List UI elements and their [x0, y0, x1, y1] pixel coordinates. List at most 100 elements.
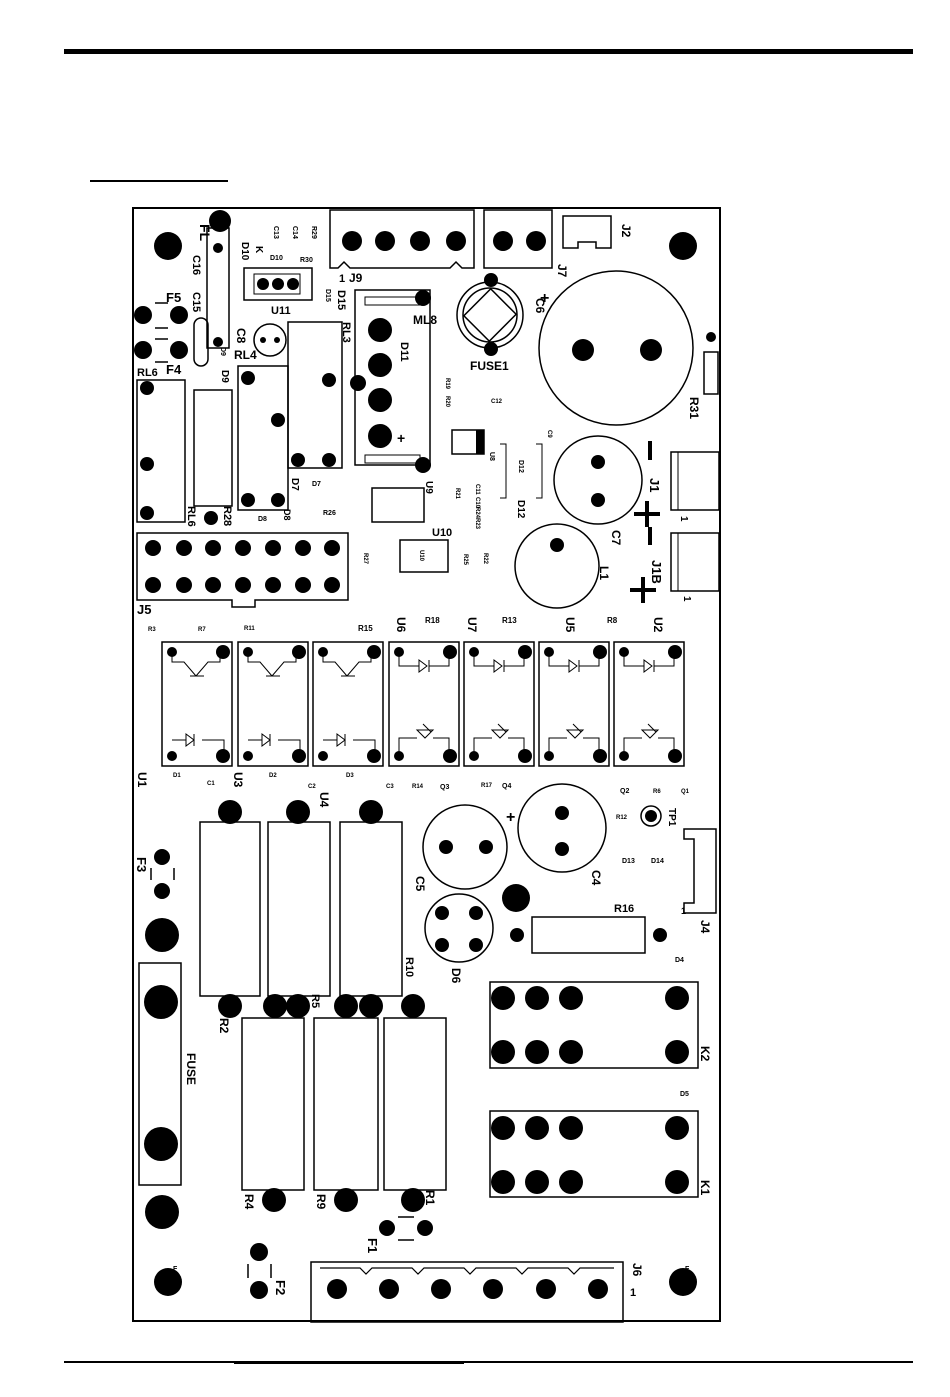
- ssr-module: [463, 641, 535, 767]
- label-u6: U6: [394, 617, 408, 633]
- footer-rule-accent: [234, 1361, 464, 1364]
- label-j9-pin1: 1: [339, 273, 345, 285]
- j5-pin: [295, 577, 311, 593]
- ssr-module: [237, 641, 309, 767]
- label-rl3: RL3: [340, 322, 352, 343]
- l1-inductor: [514, 523, 600, 609]
- lower-resistor-blocks: [241, 1017, 447, 1212]
- label-d9b: D9: [219, 347, 226, 356]
- label-u8: U8: [488, 452, 495, 461]
- label-d4: D4: [675, 957, 684, 964]
- fuse1-holder: [456, 273, 524, 356]
- u8-chip: [451, 429, 485, 455]
- label-q4: Q4: [502, 783, 511, 790]
- label-u7: U7: [465, 617, 479, 633]
- j5-pin: [205, 540, 221, 556]
- label-j1b-pin1: 1: [681, 596, 692, 602]
- j6-terminal: [310, 1261, 624, 1323]
- label-r9: R9: [314, 1194, 328, 1210]
- label-d15b: D15: [324, 289, 331, 302]
- label-j5: J5: [137, 602, 151, 617]
- label-d7b: D7: [312, 481, 321, 488]
- label-r16: R16: [614, 903, 634, 915]
- label-r31: R31: [687, 397, 701, 419]
- label-u2: U2: [651, 617, 665, 633]
- j5-pin: [324, 540, 340, 556]
- label-r30: R30: [300, 257, 313, 264]
- label-k2: K2: [698, 1046, 712, 1062]
- label-f-right: F: [685, 1266, 690, 1273]
- j9-connector: [329, 209, 475, 269]
- upper-resistor-blocks: [199, 800, 425, 1018]
- ssr-module: [538, 641, 610, 767]
- label-r17: R17: [481, 783, 493, 789]
- header-rule: [64, 49, 913, 54]
- label-d14: D14: [651, 858, 664, 865]
- label-tp1: TP1: [666, 808, 677, 827]
- label-r28: R28: [221, 506, 233, 526]
- c7-capacitor: [553, 435, 643, 525]
- fl-fuse-holder: [206, 210, 231, 349]
- label-d9: D9: [219, 370, 230, 383]
- label-c3: C3: [386, 784, 394, 790]
- j4-connector: [683, 828, 717, 914]
- label-f2: F2: [273, 1280, 288, 1295]
- ssr-module: [161, 641, 233, 767]
- label-r25: R25: [462, 554, 468, 566]
- j5-pin: [145, 540, 161, 556]
- c5-capacitor: [422, 804, 508, 890]
- label-c4: C4: [589, 870, 603, 886]
- u11-regulator: [243, 267, 313, 301]
- j5-pin: [176, 577, 192, 593]
- label-r13: R13: [502, 616, 517, 625]
- k1-relay: [489, 1110, 699, 1198]
- label-d2: D2: [269, 773, 277, 779]
- j5-pin: [235, 540, 251, 556]
- label-j7: J7: [555, 264, 569, 278]
- label-c6: C6: [533, 298, 547, 314]
- label-r11: R11: [244, 626, 255, 632]
- label-c13: C13: [272, 226, 279, 239]
- label-d12: D12: [517, 460, 524, 473]
- d6-bridge: [424, 893, 494, 963]
- j5-pin: [265, 540, 281, 556]
- ssr-module: [613, 641, 685, 767]
- f3-fuse: [150, 849, 175, 899]
- label-u11: U11: [271, 305, 291, 317]
- label-r5: R5: [309, 994, 321, 1008]
- label-r2: R2: [217, 1018, 231, 1034]
- label-ml8: ML8: [413, 313, 437, 327]
- label-f5: F5: [166, 290, 181, 305]
- label-r7: R7: [198, 627, 206, 633]
- mounting-holes: [145, 232, 697, 1296]
- label-c7: C7: [609, 530, 623, 546]
- j5-pin: [145, 577, 161, 593]
- label-fl: FL: [197, 224, 213, 242]
- label-j2: J2: [619, 224, 633, 238]
- svg-text:+: +: [540, 290, 549, 307]
- ssr-module-row: [161, 641, 685, 767]
- svg-text:+: +: [506, 809, 515, 826]
- label-rl4: RL4: [234, 348, 257, 362]
- label-c15: C15: [190, 292, 202, 312]
- j5-pin: [295, 540, 311, 556]
- label-j9: J9: [349, 271, 363, 285]
- label-j1-pin1: 1: [678, 516, 689, 522]
- label-j6-pin1: 1: [630, 1287, 636, 1299]
- label-j4-pin1: 1: [681, 906, 686, 916]
- label-d8: D8: [258, 516, 267, 523]
- j5-pin: [176, 540, 192, 556]
- u9-chip: [371, 487, 425, 523]
- label-q2: Q2: [620, 788, 629, 795]
- j5-pin: [205, 577, 221, 593]
- label-c12: C12: [491, 399, 503, 405]
- label-r10: R10: [403, 957, 415, 977]
- label-r6: R6: [653, 789, 661, 795]
- label-r19: R19: [444, 378, 450, 390]
- label-d5: D5: [680, 1091, 689, 1098]
- f4-fuse: [134, 338, 188, 363]
- rl6-relay: [136, 379, 186, 523]
- rl6b-block: [193, 389, 233, 525]
- label-c10: C10: [474, 497, 480, 509]
- label-d15: D15: [335, 290, 347, 310]
